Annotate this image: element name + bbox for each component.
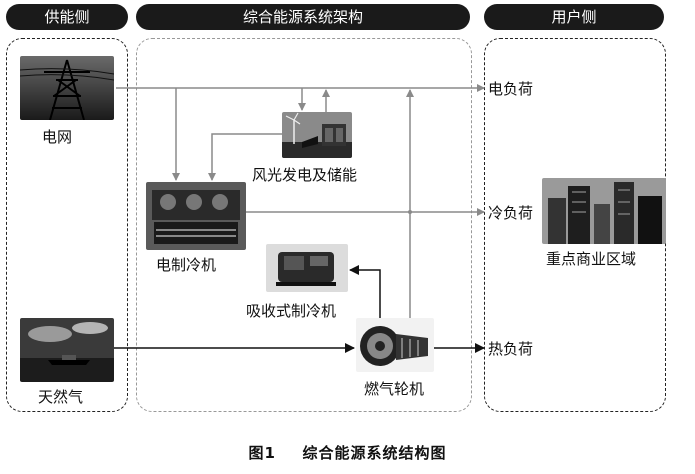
natural-gas-label: 天然气 <box>38 388 84 406</box>
system-architecture-panel <box>136 38 472 412</box>
power-grid-photo <box>20 56 114 120</box>
wind-solar-storage-photo <box>282 112 352 158</box>
turbine-cold-junction-dot <box>408 210 412 214</box>
supply-side-panel <box>6 38 128 412</box>
storage-to-electric-chiller-line <box>208 133 282 181</box>
figure-title: 综合能源系统结构图 <box>302 444 447 462</box>
electric-chiller-label: 电制冷机 <box>156 256 217 274</box>
supply-side-title: 供能侧 <box>44 8 90 26</box>
user-side-title: 用户侧 <box>551 8 597 26</box>
figure-caption: 图1 综合能源系统结构图 <box>0 442 695 463</box>
wind-solar-storage-label: 风光发电及储能 <box>252 166 358 184</box>
heat-load-label: 热负荷 <box>488 340 534 358</box>
electric-chiller-photo <box>146 182 246 250</box>
cold-load-label: 冷负荷 <box>488 204 534 222</box>
turbine-to-absorption-chiller-line <box>349 265 381 318</box>
grid-label: 电网 <box>42 128 73 146</box>
commercial-area-photo <box>542 178 666 244</box>
gas-turbine-photo <box>356 318 434 372</box>
figure-number: 图1 <box>248 444 276 462</box>
absorption-chiller-label: 吸收式制冷机 <box>246 302 337 320</box>
supply-side-header: 供能侧 <box>6 4 128 30</box>
gas-turbine-label: 燃气轮机 <box>364 380 425 398</box>
commercial-area-label: 重点商业区域 <box>546 250 637 268</box>
system-architecture-header: 综合能源系统架构 <box>136 4 470 30</box>
user-side-header: 用户侧 <box>484 4 664 30</box>
electric-load-label: 电负荷 <box>488 80 534 98</box>
natural-gas-photo <box>20 318 114 382</box>
absorption-chiller-photo <box>266 244 348 292</box>
system-architecture-title: 综合能源系统架构 <box>242 8 363 26</box>
